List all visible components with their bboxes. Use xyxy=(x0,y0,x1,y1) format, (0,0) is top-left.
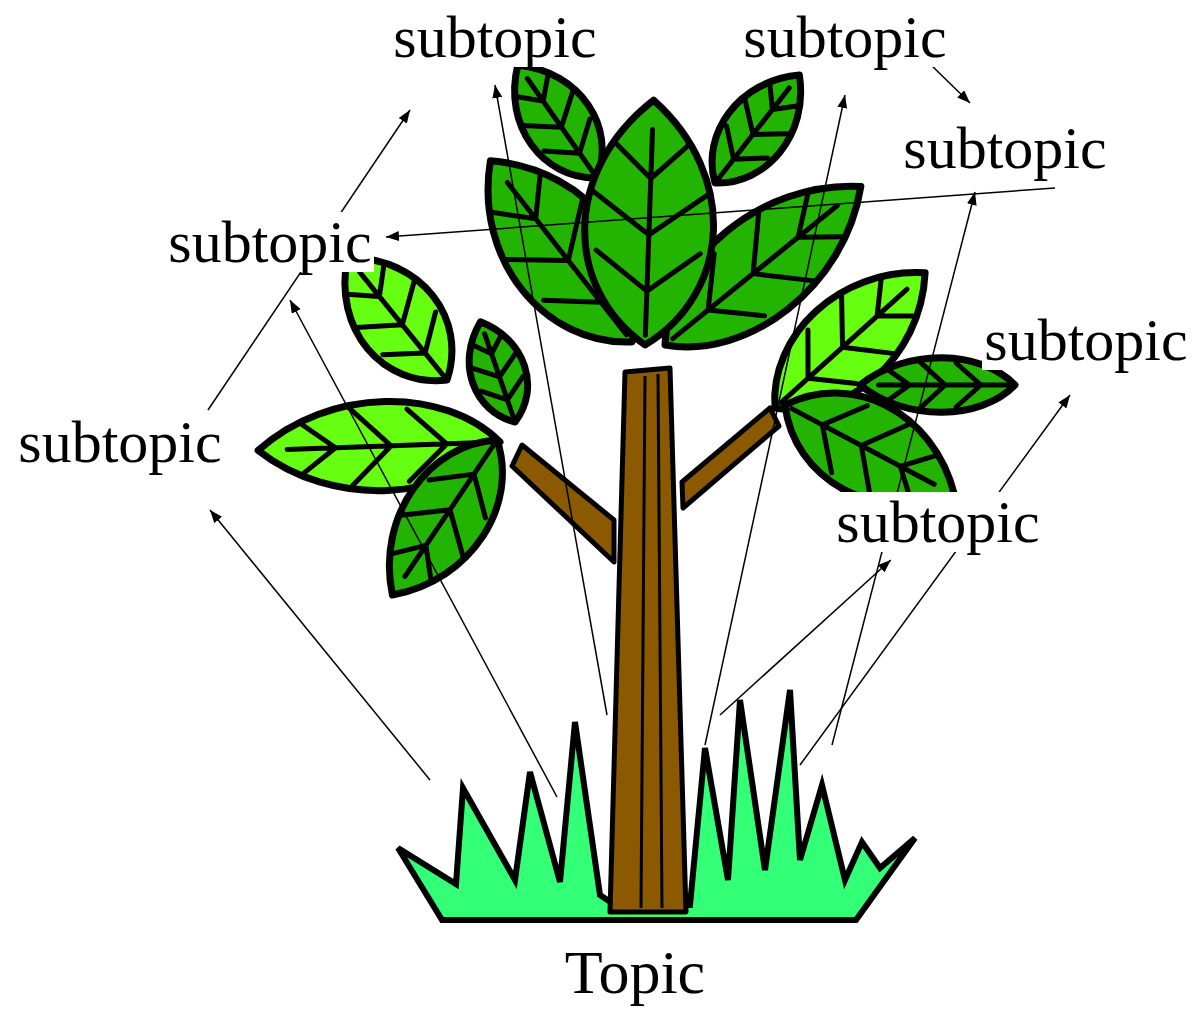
topic-label: subtopic xyxy=(391,7,598,67)
topic-label: subtopic xyxy=(834,492,1041,552)
arrow-connector xyxy=(495,85,607,715)
trunk-grain xyxy=(641,374,662,908)
arrow-connector xyxy=(832,192,975,745)
arrow-connector xyxy=(720,560,891,715)
topic-label: subtopic xyxy=(16,412,223,472)
topic-node: subtopic xyxy=(166,212,373,272)
right-branch xyxy=(682,408,779,508)
arrow-connector xyxy=(928,62,970,103)
topic-node: subtopic xyxy=(834,492,1041,552)
arrow-connector xyxy=(386,188,1055,237)
topic-node: subtopic xyxy=(982,310,1189,370)
topic-label: subtopic xyxy=(901,118,1108,178)
arrow-connector xyxy=(210,510,430,780)
arrow-connector xyxy=(705,95,845,745)
topic-node: subtopic xyxy=(901,118,1108,178)
topic-node: subtopic xyxy=(16,412,223,472)
topic-label: subtopic xyxy=(741,7,948,67)
topic-label: subtopic xyxy=(982,310,1189,370)
topic-label: subtopic xyxy=(166,212,373,272)
left-branch xyxy=(512,445,614,562)
topic-node: subtopic xyxy=(741,7,948,67)
topic-label: Topic xyxy=(563,941,707,1003)
leaf xyxy=(581,98,718,347)
topic-node: Topic xyxy=(563,941,707,1003)
leaf xyxy=(455,313,541,431)
arrow-connector xyxy=(800,395,1070,765)
trunk xyxy=(610,368,686,912)
topic-node: subtopic xyxy=(391,7,598,67)
arrow-connector xyxy=(290,300,557,797)
